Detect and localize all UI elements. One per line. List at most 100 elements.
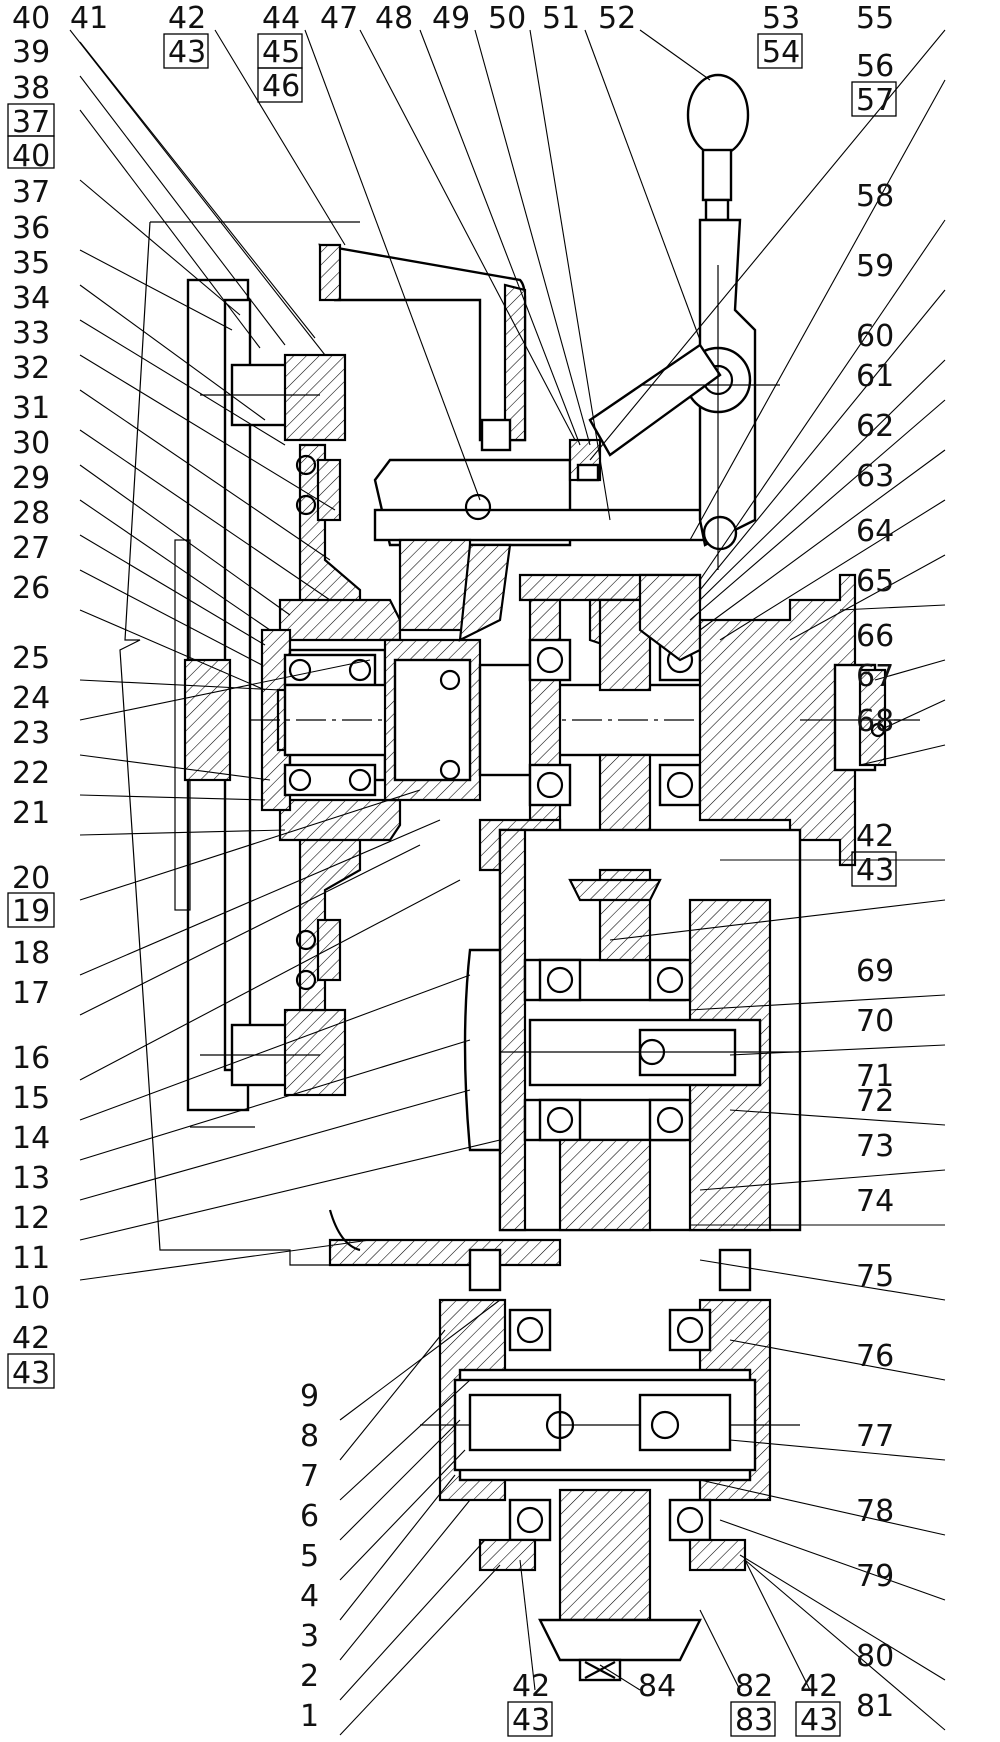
- callout-label: 80: [856, 1639, 894, 1674]
- leader-lines: [69, 29, 946, 1736]
- callout-label: 44: [262, 1, 300, 36]
- callout-label: 26: [12, 571, 50, 606]
- callout-label: 49: [432, 1, 470, 36]
- callout-label: 41: [70, 1, 108, 36]
- callout-label: 54: [762, 35, 800, 70]
- callout-label: 31: [12, 391, 50, 426]
- callout-label: 53: [762, 1, 800, 36]
- callout-label: 51: [542, 1, 580, 36]
- callout-label: 24: [12, 681, 50, 716]
- flywheel-plate: [174, 278, 347, 1128]
- callout-label: 65: [856, 564, 894, 599]
- callout-label: 61: [856, 359, 894, 394]
- callout-label: 52: [598, 1, 636, 36]
- callout-label: 30: [12, 426, 50, 461]
- callout-label: 1: [300, 1699, 319, 1734]
- callout-label: 68: [856, 704, 894, 739]
- callout-label: 34: [12, 281, 50, 316]
- callout-label: 3: [300, 1619, 319, 1654]
- callout-label: 38: [12, 71, 50, 106]
- callout-label: 12: [12, 1201, 50, 1236]
- input-gear-train: [518, 573, 702, 902]
- callout-label: 43: [512, 1703, 550, 1738]
- callout-label: 18: [12, 936, 50, 971]
- callout-label: 66: [856, 619, 894, 654]
- callout-label: 56: [856, 49, 894, 84]
- callout-label: 76: [856, 1339, 894, 1374]
- callout-label: 37: [12, 105, 50, 140]
- callout-label: 60: [856, 319, 894, 354]
- callout-label: 64: [856, 514, 894, 549]
- lower-reduction-box: [420, 1248, 800, 1682]
- callout-label: 72: [856, 1084, 894, 1119]
- callout-label: 45: [262, 35, 300, 70]
- gear-lever: [588, 73, 780, 570]
- callout-label: 35: [12, 246, 50, 281]
- callout-label: 13: [12, 1161, 50, 1196]
- callout-label: 43: [168, 35, 206, 70]
- callout-label: 43: [800, 1703, 838, 1738]
- callout-label: 74: [856, 1184, 894, 1219]
- intermediate-gear-box: [463, 818, 802, 1232]
- callout-label: 7: [300, 1459, 319, 1494]
- callout-label: 57: [856, 83, 894, 118]
- callout-label: 25: [12, 641, 50, 676]
- callout-label: 63: [856, 459, 894, 494]
- callout-label: 47: [320, 1, 358, 36]
- callout-labels-bottom: 9 8 7 6 5 4 3 2 1 42 43 84 82 83 42 43: [300, 1379, 841, 1738]
- callout-label: 67: [856, 659, 894, 694]
- callout-label: 19: [12, 894, 50, 929]
- callout-label: 46: [262, 69, 300, 104]
- callout-label: 84: [638, 1669, 676, 1704]
- housing-outline: [119, 221, 562, 1267]
- callout-label: 5: [300, 1539, 319, 1574]
- callout-label: 48: [375, 1, 413, 36]
- callout-label: 36: [12, 211, 50, 246]
- callout-label: 59: [856, 249, 894, 284]
- callout-label: 70: [856, 1004, 894, 1039]
- callout-label: 79: [856, 1559, 894, 1594]
- callout-label: 73: [856, 1129, 894, 1164]
- callout-label: 20: [12, 861, 50, 896]
- callout-label: 32: [12, 351, 50, 386]
- callout-label: 6: [300, 1499, 319, 1534]
- callout-label: 81: [856, 1689, 894, 1724]
- callout-label: 42: [512, 1669, 550, 1704]
- callout-label: 33: [12, 316, 50, 351]
- callout-label: 28: [12, 496, 50, 531]
- callout-label: 4: [300, 1579, 319, 1614]
- callout-label: 55: [856, 1, 894, 36]
- callout-label: 40: [12, 1, 50, 36]
- callout-label: 62: [856, 409, 894, 444]
- callout-label: 58: [856, 179, 894, 214]
- callout-label: 78: [856, 1494, 894, 1529]
- output-flange: [698, 573, 920, 867]
- callout-label: 42: [800, 1669, 838, 1704]
- callout-label: 27: [12, 531, 50, 566]
- callout-labels-right: 55 56 57 58 59 60 61 62 63 64 65 66 67 6…: [851, 1, 897, 1724]
- callout-label: 42: [856, 819, 894, 854]
- callout-label: 43: [856, 853, 894, 888]
- callout-label: 71: [856, 1059, 894, 1094]
- callout-label: 11: [12, 1241, 50, 1276]
- callout-label: 82: [735, 1669, 773, 1704]
- callout-label: 37: [12, 175, 50, 210]
- callout-label: 15: [12, 1081, 50, 1116]
- callout-label: 29: [12, 461, 50, 496]
- clutch-disc: [295, 443, 362, 1012]
- callout-label: 22: [12, 756, 50, 791]
- callout-label: 16: [12, 1041, 50, 1076]
- callout-labels-top: 41 42 43 44 45 46 47 48 49 50 51 52 53 5…: [70, 1, 803, 104]
- callout-label: 14: [12, 1121, 50, 1156]
- callout-label: 42: [168, 1, 206, 36]
- callout-label: 40: [12, 139, 50, 174]
- callout-label: 77: [856, 1419, 894, 1454]
- callout-label: 23: [12, 716, 50, 751]
- callout-label: 2: [300, 1659, 319, 1694]
- callout-label: 50: [488, 1, 526, 36]
- callout-label: 21: [12, 796, 50, 831]
- callout-label: 39: [12, 35, 50, 70]
- callout-label: 43: [12, 1356, 50, 1391]
- callout-label: 8: [300, 1419, 319, 1454]
